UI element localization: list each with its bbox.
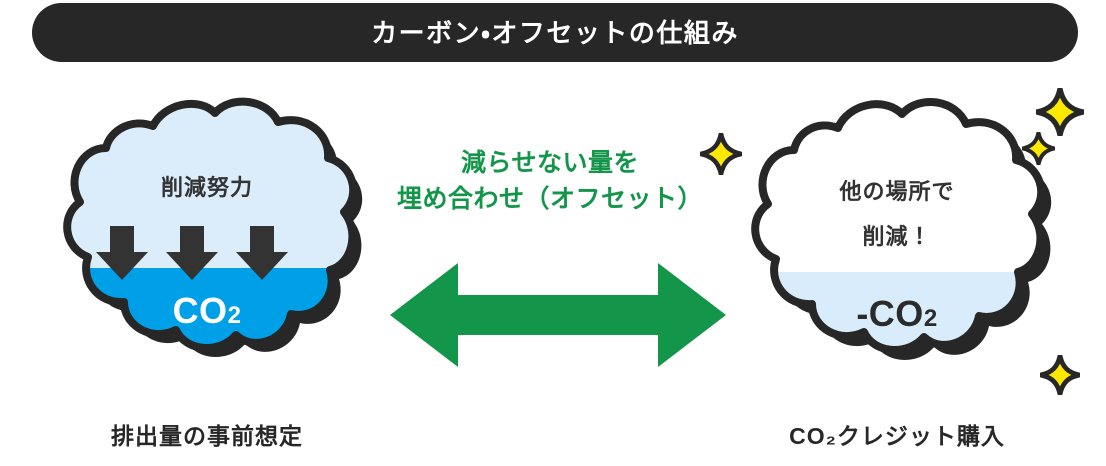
reduction-arrows: [96, 226, 288, 280]
left-cloud-shape: [63, 97, 363, 357]
center-caption: 減らせない量を 埋め合わせ（オフセット）: [380, 145, 720, 218]
sparkle-left-of-right-cloud: [698, 131, 744, 177]
sparkle-path: [1020, 130, 1057, 167]
center-caption-line2: 埋め合わせ（オフセット）: [396, 185, 703, 214]
sparkle-path: [698, 131, 744, 177]
sparkle-top-right-large: [1034, 86, 1086, 138]
down-arrow-2: [166, 226, 218, 280]
sparkle-icon: [1034, 86, 1086, 138]
right-cloud-group: 他の場所で 削減！ -CO2: [742, 88, 1052, 388]
right-cloud-shape: [751, 97, 1052, 360]
offset-arrow-group: [388, 255, 728, 375]
left-cloud-caption: 排出量の事前想定: [111, 423, 303, 449]
sparkle-bottom-right: [1038, 353, 1082, 397]
sparkle-icon: [1038, 353, 1082, 397]
right-cloud-outline: [751, 97, 1046, 354]
down-arrow-3: [236, 226, 288, 280]
arrow-shape: [390, 263, 726, 367]
sparkle-path: [1038, 353, 1082, 397]
center-caption-line1: 減らせない量を: [460, 149, 639, 177]
double-headed-horizontal-arrow: [390, 263, 726, 367]
right-cloud-caption: CO₂クレジット購入: [789, 423, 1005, 449]
title-banner: カーボン・オフセットの仕組み: [32, 3, 1078, 62]
left-cloud-outline: [63, 97, 358, 352]
sparkle-top-right-small: [1020, 130, 1057, 167]
down-arrow-1: [96, 226, 148, 280]
sparkle-path: [1034, 86, 1086, 138]
sparkle-icon: [1020, 130, 1057, 167]
left-cloud-group: 削減努力 CO2: [52, 92, 363, 382]
page-title: カーボン・オフセットの仕組み: [371, 17, 739, 48]
sparkle-icon: [698, 131, 744, 177]
